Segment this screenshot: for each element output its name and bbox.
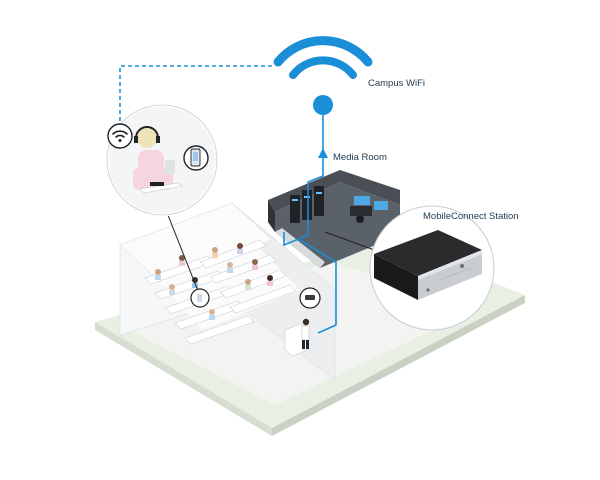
media-room-label: Media Room	[333, 152, 387, 163]
wifi-badge-icon	[112, 130, 128, 142]
station-magnifier	[324, 205, 495, 331]
listener-magnifier	[105, 103, 219, 297]
campus-wifi-label: Campus WiFi	[368, 78, 426, 89]
equipment-racks	[290, 186, 324, 223]
mobileconnect-station-label: MobileConnect Station	[423, 211, 519, 222]
lecture-hall	[119, 202, 336, 381]
lecturer-podium	[284, 318, 310, 357]
smartphone-icon	[190, 148, 201, 167]
control-desk	[350, 196, 388, 223]
students	[155, 243, 273, 320]
wifi-icon	[273, 36, 373, 115]
arrow-up-icon	[318, 148, 328, 158]
media-room	[268, 170, 400, 268]
mobileconnect-station-device	[374, 230, 482, 300]
student-with-headphones-icon	[133, 126, 183, 194]
